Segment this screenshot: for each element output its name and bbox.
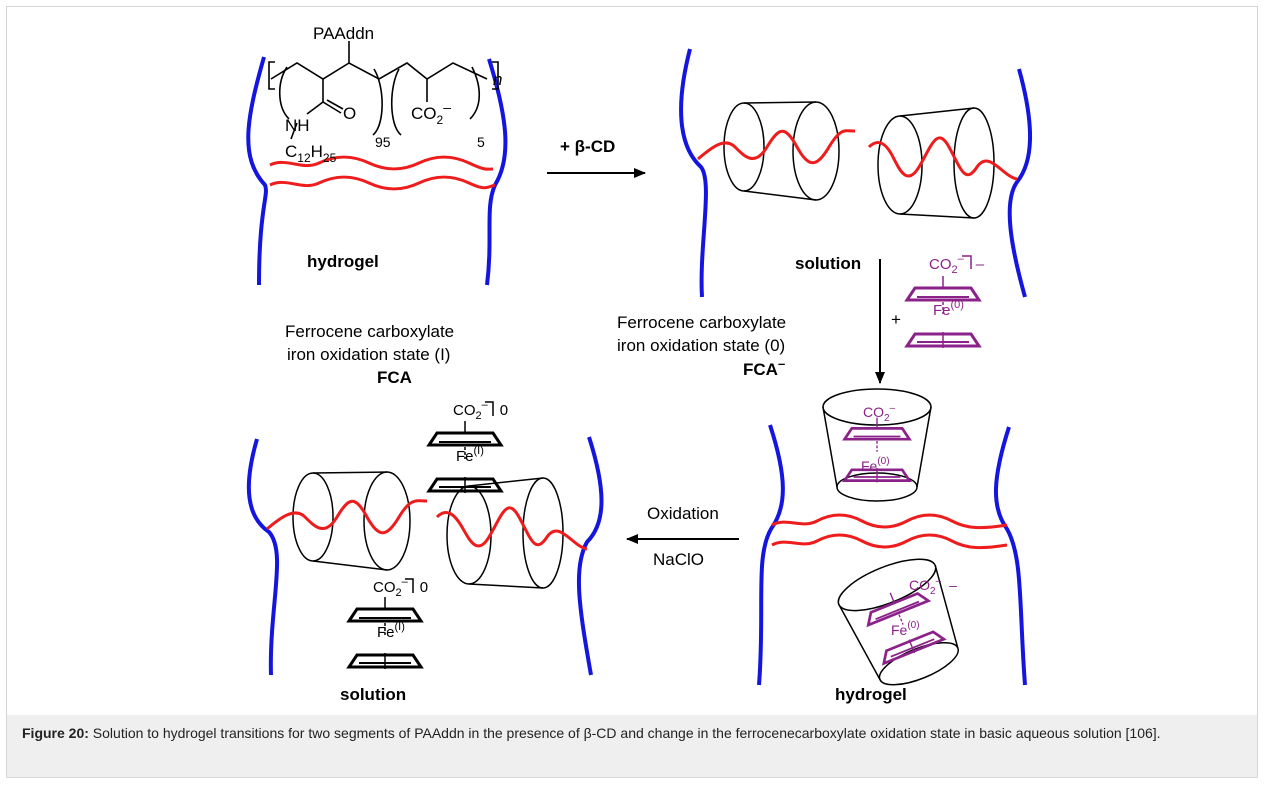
fca-minus-desc-line1: Ferrocene carboxylate — [617, 313, 786, 332]
charge-bracket — [962, 255, 972, 269]
fc-iron-label: Fe(I) — [377, 621, 405, 641]
fc-iron-label: Fe(0) — [933, 299, 964, 319]
polymer-chain — [269, 155, 494, 171]
label-solution-top: solution — [795, 254, 861, 273]
panel-hydrogel-bottom: CO2– Fe(0) CO2–– Fe(0) hydrogel — [757, 388, 1027, 704]
panel-solution-top: solution — [679, 48, 1033, 298]
caption-label: Figure 20: — [22, 725, 89, 741]
gel-wall-left — [246, 438, 280, 676]
paaddn-structure — [268, 41, 499, 140]
fc-iron-label: Fe(0) — [891, 620, 920, 638]
repeat-95: 95 — [375, 134, 391, 150]
fca-desc-line2: iron oxidation state (I) — [287, 345, 450, 364]
repeat-5: 5 — [477, 134, 485, 150]
fc-carboxylate-label: CO2–0 — [453, 399, 508, 422]
amide-oxygen: O — [343, 104, 356, 123]
gel-wall-right — [576, 436, 604, 676]
cyclodextrin-ring — [723, 101, 840, 201]
panel-solution-bottom: CO2–0 Fe(I) CO2–0 Fe(I) Ferrocene carbox… — [246, 322, 604, 704]
cyclodextrin-ring — [822, 388, 932, 502]
fca-minus-desc-line2: iron oxidation state (0) — [617, 336, 785, 355]
fc-carboxylate-label: CO2– — [863, 403, 896, 424]
polymer-chain — [771, 513, 1008, 530]
cyclodextrin-ring — [292, 471, 411, 571]
label-hydrogel-bottom: hydrogel — [835, 685, 907, 704]
caption-text: Solution to hydrogel transitions for two… — [88, 725, 1161, 741]
reagent-beta-cd: + β-CD — [560, 137, 615, 156]
gel-wall-right — [485, 58, 508, 286]
fca-desc-line1: Ferrocene carboxylate — [285, 322, 454, 341]
oxidation-label: Oxidation — [647, 504, 719, 523]
gel-wall-left — [757, 424, 785, 686]
oxidant-label: NaClO — [653, 550, 704, 569]
polymer-chain — [697, 129, 856, 165]
polymer-chain — [867, 136, 1018, 181]
gel-wall-left — [679, 48, 708, 298]
fc-iron-label: Fe(I) — [456, 445, 484, 465]
fc-carboxylate-label: CO2–– — [929, 253, 985, 276]
amide-nh: NH — [285, 116, 310, 135]
plus-sign: + — [891, 310, 901, 329]
subscript-n: n — [493, 70, 502, 89]
charge-bracket — [485, 401, 494, 416]
alkyl-chain: C12H25 — [285, 142, 337, 165]
polymer-chain — [435, 506, 588, 551]
polymer-chain — [266, 499, 428, 535]
label-solution-bottom: solution — [340, 685, 406, 704]
gel-wall-left — [246, 56, 268, 286]
label-hydrogel-top: hydrogel — [307, 252, 379, 271]
polymer-chain — [269, 175, 496, 191]
figure-caption: Figure 20: Solution to hydrogel transiti… — [7, 715, 1257, 777]
fc-iron-label: Fe(0) — [861, 456, 890, 474]
fc-carboxylate-label: CO2–– — [909, 576, 957, 597]
fc-carboxylate-label: CO2–0 — [373, 576, 428, 599]
figure-frame: PAAddn n NH O C12H25 95 CO2– 5 hydrogel … — [6, 6, 1258, 778]
charge-bracket — [405, 578, 414, 593]
gel-wall-right — [993, 426, 1027, 686]
fca-minus-label: FCA– — [743, 356, 785, 379]
carboxylate-group: CO2– — [411, 99, 451, 127]
panel-hydrogel-top: PAAddn n NH O C12H25 95 CO2– 5 hydrogel — [246, 24, 508, 286]
polymer-chain — [771, 533, 1008, 550]
gel-wall-right — [1007, 68, 1033, 298]
polymer-name: PAAddn — [313, 24, 374, 43]
fca-label: FCA — [377, 368, 412, 387]
reaction-scheme: PAAddn n NH O C12H25 95 CO2– 5 hydrogel … — [246, 24, 1033, 704]
